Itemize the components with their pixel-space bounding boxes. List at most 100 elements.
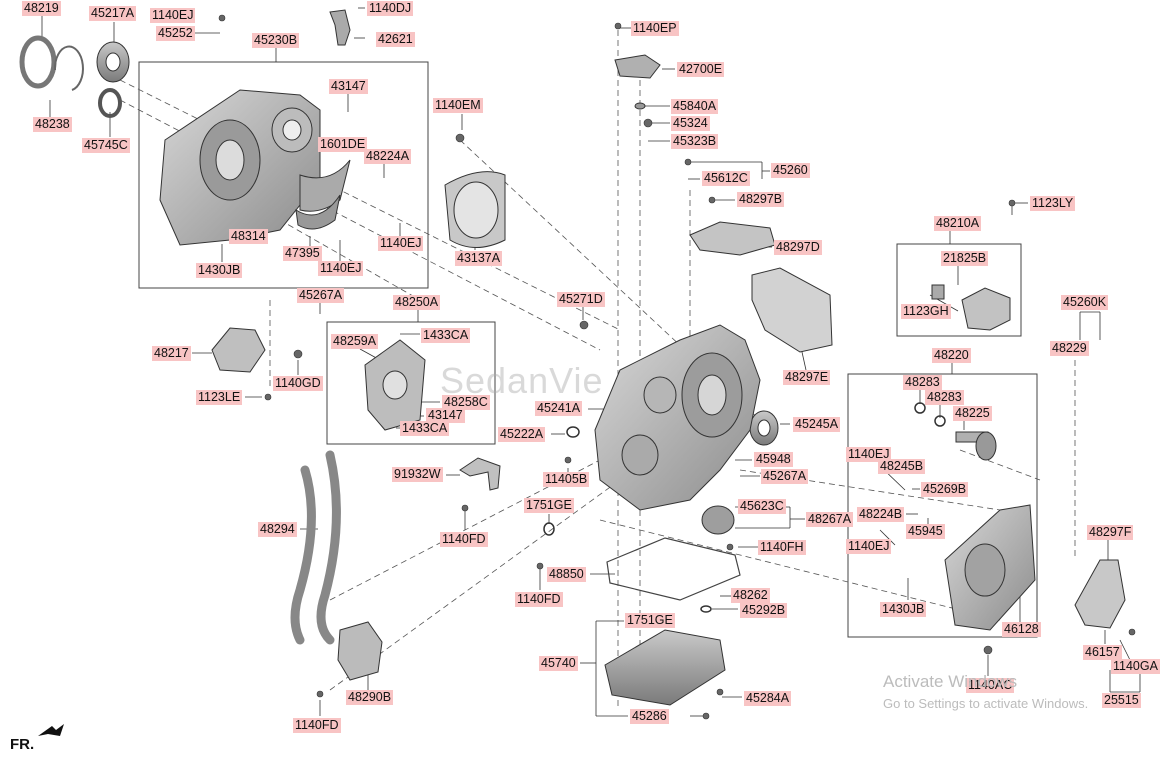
part-label-47395[interactable]: 47395	[283, 246, 322, 261]
part-label-1140ej_e[interactable]: 1140EJ	[846, 539, 892, 554]
group-frame-48210A	[896, 243, 1022, 337]
part-label-48225[interactable]: 48225	[953, 406, 992, 421]
part-label-1433ca_b[interactable]: 1433CA	[400, 421, 450, 436]
part-label-1140fh[interactable]: 1140FH	[758, 540, 806, 555]
part-label-1140ep[interactable]: 1140EP	[631, 21, 679, 36]
part-label-1140fd_a[interactable]: 1140FD	[440, 532, 488, 547]
part-label-1123le[interactable]: 1123LE	[196, 390, 243, 405]
group-frame-48220	[847, 373, 1038, 638]
part-label-1140ac[interactable]: 1140AC	[966, 678, 1015, 693]
part-label-1430jb_b[interactable]: 1430JB	[880, 602, 927, 617]
part-label-45260[interactable]: 45260	[771, 163, 810, 178]
part-label-45267a_b[interactable]: 45267A	[761, 469, 809, 484]
part-label-1433ca_a[interactable]: 1433CA	[421, 328, 471, 343]
part-label-42621[interactable]: 42621	[376, 32, 415, 47]
part-label-45740[interactable]: 45740	[539, 656, 578, 671]
part-label-48297e[interactable]: 48297E	[783, 370, 831, 385]
part-label-48224b[interactable]: 48224B	[857, 507, 905, 522]
part-label-48850[interactable]: 48850	[547, 567, 586, 582]
part-label-48297f[interactable]: 48297F	[1087, 525, 1134, 540]
part-label-45267a_a[interactable]: 45267A	[297, 288, 345, 303]
part-label-48259a[interactable]: 48259A	[331, 334, 379, 349]
part-label-43147_b[interactable]: 43147	[426, 408, 465, 423]
part-label-48224a[interactable]: 48224A	[364, 149, 412, 164]
part-label-45948[interactable]: 45948	[754, 452, 793, 467]
cover-48297E	[751, 267, 833, 353]
part-label-11405b[interactable]: 11405B	[543, 472, 590, 487]
part-label-48219[interactable]: 48219	[22, 1, 61, 16]
part-label-25515[interactable]: 25515	[1102, 693, 1141, 708]
part-label-48294[interactable]: 48294	[258, 522, 297, 537]
part-label-1140ej_d[interactable]: 1140EJ	[846, 447, 892, 462]
group-frame-48250A	[326, 321, 496, 445]
part-label-45245a[interactable]: 45245A	[793, 417, 841, 432]
part-label-1140ej_a[interactable]: 1140EJ	[150, 8, 196, 23]
part-label-1123ly[interactable]: 1123LY	[1030, 196, 1076, 211]
part-label-45623c[interactable]: 45623C	[738, 499, 786, 514]
part-label-1140fd_c[interactable]: 1140FD	[293, 718, 341, 733]
part-label-1140dj[interactable]: 1140DJ	[367, 1, 414, 16]
part-label-1751ge_a[interactable]: 1751GE	[524, 498, 574, 513]
part-label-48258c[interactable]: 48258C	[442, 395, 490, 410]
part-label-48290b[interactable]: 48290B	[346, 690, 394, 705]
part-label-42700e[interactable]: 42700E	[677, 62, 725, 77]
part-label-1601de[interactable]: 1601DE	[318, 137, 368, 152]
part-label-48297d[interactable]: 48297D	[774, 240, 822, 255]
part-label-48229[interactable]: 48229	[1050, 341, 1089, 356]
shield-43137A	[444, 171, 506, 248]
cooler-48290B	[337, 621, 383, 681]
part-label-46128[interactable]: 46128	[1002, 622, 1041, 637]
part-label-91932w[interactable]: 91932W	[392, 467, 443, 482]
part-label-48297b[interactable]: 48297B	[737, 192, 785, 207]
part-label-45284a[interactable]: 45284A	[744, 691, 792, 706]
fr-orientation-label: FR.	[10, 736, 35, 753]
part-label-48283_a[interactable]: 48283	[903, 375, 942, 390]
part-label-1140fd_b[interactable]: 1140FD	[515, 592, 563, 607]
part-label-48283_b[interactable]: 48283	[925, 390, 964, 405]
part-label-1140gd[interactable]: 1140GD	[273, 376, 323, 391]
part-label-45745c[interactable]: 45745C	[82, 138, 130, 153]
part-label-48210a[interactable]: 48210A	[934, 216, 982, 231]
part-label-1140ej_b[interactable]: 1140EJ	[378, 236, 424, 251]
part-label-46157[interactable]: 46157	[1083, 645, 1122, 660]
part-label-45230b[interactable]: 45230B	[252, 33, 300, 48]
part-label-45269b[interactable]: 45269B	[921, 482, 969, 497]
part-label-1140ej_c[interactable]: 1140EJ	[318, 261, 364, 276]
part-label-21825b[interactable]: 21825B	[941, 251, 989, 266]
part-label-45612c[interactable]: 45612C	[702, 171, 750, 186]
part-label-45241a[interactable]: 45241A	[535, 401, 583, 416]
part-label-1140ga[interactable]: 1140GA	[1111, 659, 1160, 674]
part-label-43147_a[interactable]: 43147	[329, 79, 368, 94]
part-label-48238[interactable]: 48238	[33, 117, 72, 132]
part-label-48267a[interactable]: 48267A	[806, 512, 854, 527]
part-label-45222a[interactable]: 45222A	[498, 427, 546, 442]
part-label-45840a[interactable]: 45840A	[671, 99, 719, 114]
part-label-45292b[interactable]: 45292B	[740, 603, 788, 618]
part-label-45260k[interactable]: 45260K	[1061, 295, 1109, 310]
part-label-45324[interactable]: 45324	[671, 116, 710, 131]
shaft-48225	[955, 431, 997, 461]
oring-1751GE	[543, 522, 555, 536]
part-label-48314[interactable]: 48314	[229, 229, 268, 244]
transaxle-case-45241A	[594, 324, 761, 511]
part-label-48245b[interactable]: 48245B	[878, 459, 926, 474]
oring-45222A	[566, 426, 580, 438]
part-label-45271d[interactable]: 45271D	[557, 292, 605, 307]
part-label-45323b[interactable]: 45323B	[671, 134, 719, 149]
part-label-45286[interactable]: 45286	[630, 709, 669, 724]
part-label-43137a[interactable]: 43137A	[455, 251, 503, 266]
part-label-45252[interactable]: 45252	[156, 26, 195, 41]
part-label-1140em[interactable]: 1140EM	[433, 98, 483, 113]
part-label-45945[interactable]: 45945	[906, 524, 945, 539]
part-label-45217a[interactable]: 45217A	[89, 6, 137, 21]
part-label-48262[interactable]: 48262	[731, 588, 770, 603]
part-label-48250a[interactable]: 48250A	[393, 295, 441, 310]
bracket-48217	[211, 327, 266, 373]
housing-45230B	[159, 89, 351, 246]
part-label-48217[interactable]: 48217	[152, 346, 191, 361]
part-label-1123gh[interactable]: 1123GH	[901, 304, 951, 319]
part-label-1751ge_b[interactable]: 1751GE	[625, 613, 675, 628]
part-label-48220[interactable]: 48220	[932, 348, 971, 363]
mount-48210A	[931, 284, 1011, 331]
part-label-1430jb_a[interactable]: 1430JB	[196, 263, 243, 278]
